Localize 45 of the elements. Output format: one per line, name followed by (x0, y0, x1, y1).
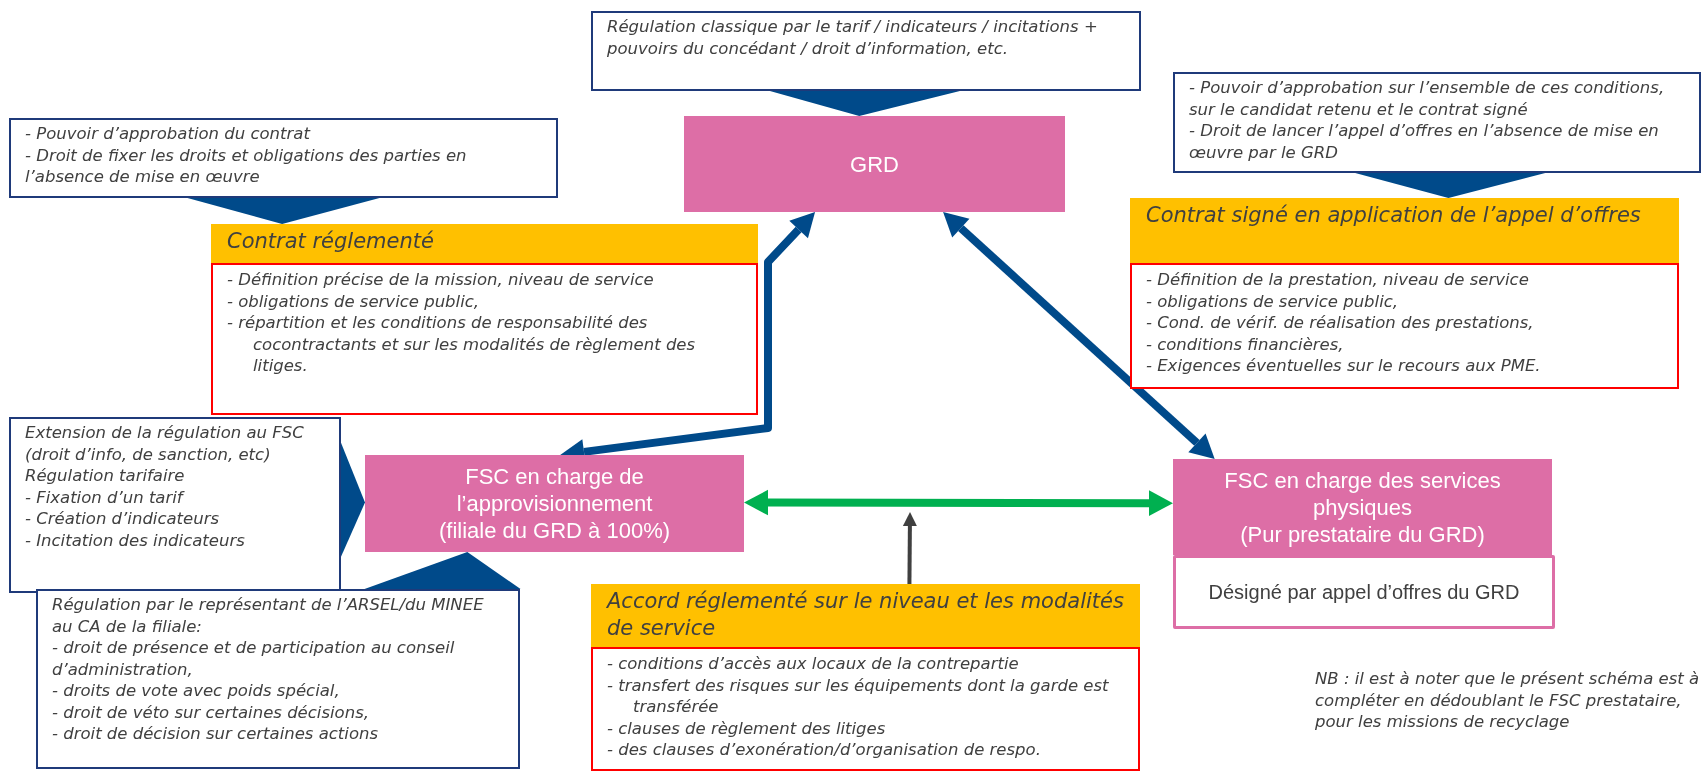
heading-band: Contrat réglementé (211, 224, 758, 263)
box-label: (Pur prestataire du GRD) (1240, 520, 1485, 548)
box-label: GRD (850, 150, 899, 178)
box-label: (filiale du GRD à 100%) (438, 517, 671, 544)
arrow (902, 512, 917, 584)
list-item: - répartition et les conditions de responsabilité des cocontractants et sur les modalités de règlement des litiges. (227, 312, 697, 377)
note-text: - Pouvoir d’approbation sur l’ensemble de ces conditions, sur le candidat retenu et le contrat signé (1189, 77, 1666, 120)
box-label: FSC en charge de l’approvisionnement (455, 463, 654, 517)
note-text: - Droit de fixer les droits et obligations des parties en l’absence de mise en œuvre (25, 144, 468, 188)
list-item: - Cond. de vérif. de réalisation des prestations, (1146, 312, 1535, 334)
callout-pointer (187, 198, 380, 224)
list-item: - des clauses d’exonération/d’organisation de respo. (607, 739, 1042, 761)
note-text: - Fixation d’un tarif (25, 486, 186, 508)
note-text: - Incitation des indicateurs (25, 529, 246, 551)
list-item: - conditions d’accès aux locaux de la contrepartie (607, 653, 1020, 675)
list-item: - Définition de la prestation, niveau de service (1146, 269, 1530, 291)
note-text: - droit de véto sur certaines décisions, (52, 701, 370, 723)
arrow (943, 212, 1215, 459)
box-label: FSC en charge des services physiques (1223, 466, 1502, 521)
note-text: - Droit de lancer l’appel d’offres en l’absence de mise en œuvre par le GRD (1189, 120, 1660, 163)
arrow (744, 489, 1173, 516)
note-text: - droit de décision sur certaines actions (52, 723, 380, 745)
note-text: - Pouvoir d’approbation du contrat (25, 123, 312, 145)
note-box: Désigné par appel d’offres du GRD (1173, 555, 1555, 629)
note-text: - droits de vote avec poids spécial, (52, 680, 341, 702)
list-item: - Exigences éventuelles sur le recours aux PME. (1146, 355, 1542, 377)
list-item: - obligations de service public, (227, 290, 481, 312)
list-item: - Définition précise de la mission, niveau de service (227, 269, 655, 291)
note-text: Régulation classique par le tarif / indicateurs / incitations + pouvoirs du concédant / droit d’information, etc. (607, 16, 1099, 59)
callout-pointer (364, 552, 521, 589)
callout-pointer (1355, 173, 1546, 198)
note-text: - droit de présence et de participation au conseil d’administration, (52, 637, 456, 680)
list-item: - transfert des risques sur les équipements dont la garde est transférée (607, 674, 1110, 718)
list-item: - obligations de service public, (1146, 290, 1400, 312)
note-text: Régulation par le représentant de l’ARSEL/du MINEE au CA de la filiale: (52, 594, 485, 637)
note-text: NB : il est à noter que le présent schéma est à compléter en dédoublant le FSC prestataire, pour les missions de recyclage (1315, 668, 1700, 733)
note-text: Extension de la régulation au FSC (droit d’info, de sanction, etc) (25, 422, 305, 465)
heading-band: Accord réglementé sur le niveau et les modalités de service (591, 584, 1140, 647)
heading-band: Contrat signé en application de l’appel d’offres (1130, 198, 1679, 263)
callout-pointer (341, 442, 365, 557)
callout-pointer (769, 91, 960, 116)
list-item: - clauses de règlement des litiges (607, 717, 887, 739)
note-text: Régulation tarifaire (25, 465, 186, 487)
note-text: - Création d’indicateurs (25, 508, 221, 530)
list-item: - conditions financières, (1146, 333, 1345, 355)
